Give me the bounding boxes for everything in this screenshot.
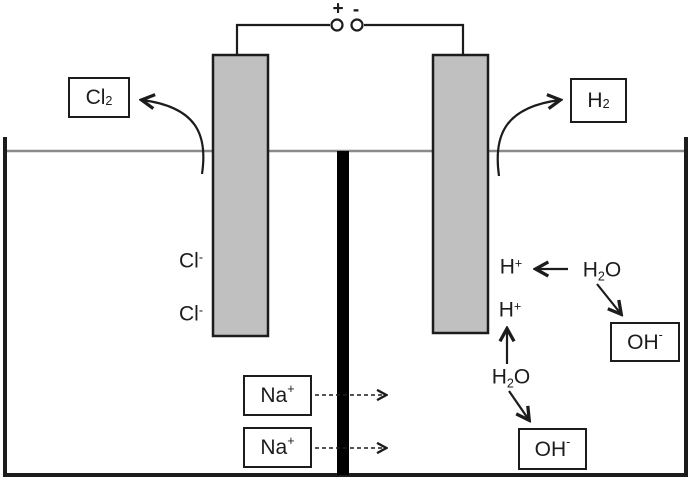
water-label-upper: H2O — [582, 258, 622, 284]
sodium-ion-box-1: Na+ — [243, 375, 312, 416]
water-to-hydroxide-arrow-lower — [508, 390, 529, 420]
chloride-ion-label-2: Cl- — [178, 302, 204, 326]
sodium-ion-box-2: Na+ — [243, 427, 312, 468]
water-to-hydroxide-arrow-upper — [596, 283, 621, 314]
water-label-lower: H2O — [491, 365, 531, 391]
wire-left — [235, 23, 330, 55]
negative-sign-label: - — [352, 0, 360, 21]
chlorine-gas-arrow — [142, 100, 205, 175]
hydroxide-box-upper: OH- — [610, 322, 680, 362]
membrane-divider — [337, 151, 349, 475]
chloride-ion-label-1: Cl- — [178, 249, 204, 273]
hydroxide-box-lower: OH- — [518, 428, 587, 470]
positive-sign-label: + — [332, 0, 344, 20]
anode-electrode — [211, 53, 270, 338]
hydrogen-ion-label-2: H+ — [498, 298, 522, 322]
hydrogen-gas-arrow — [496, 100, 560, 177]
wire-right — [364, 23, 465, 55]
hydrogen-ion-label-1: H+ — [499, 255, 523, 279]
positive-terminal-circle — [330, 18, 344, 32]
negative-terminal-circle — [350, 18, 364, 32]
cathode-electrode — [431, 53, 490, 335]
